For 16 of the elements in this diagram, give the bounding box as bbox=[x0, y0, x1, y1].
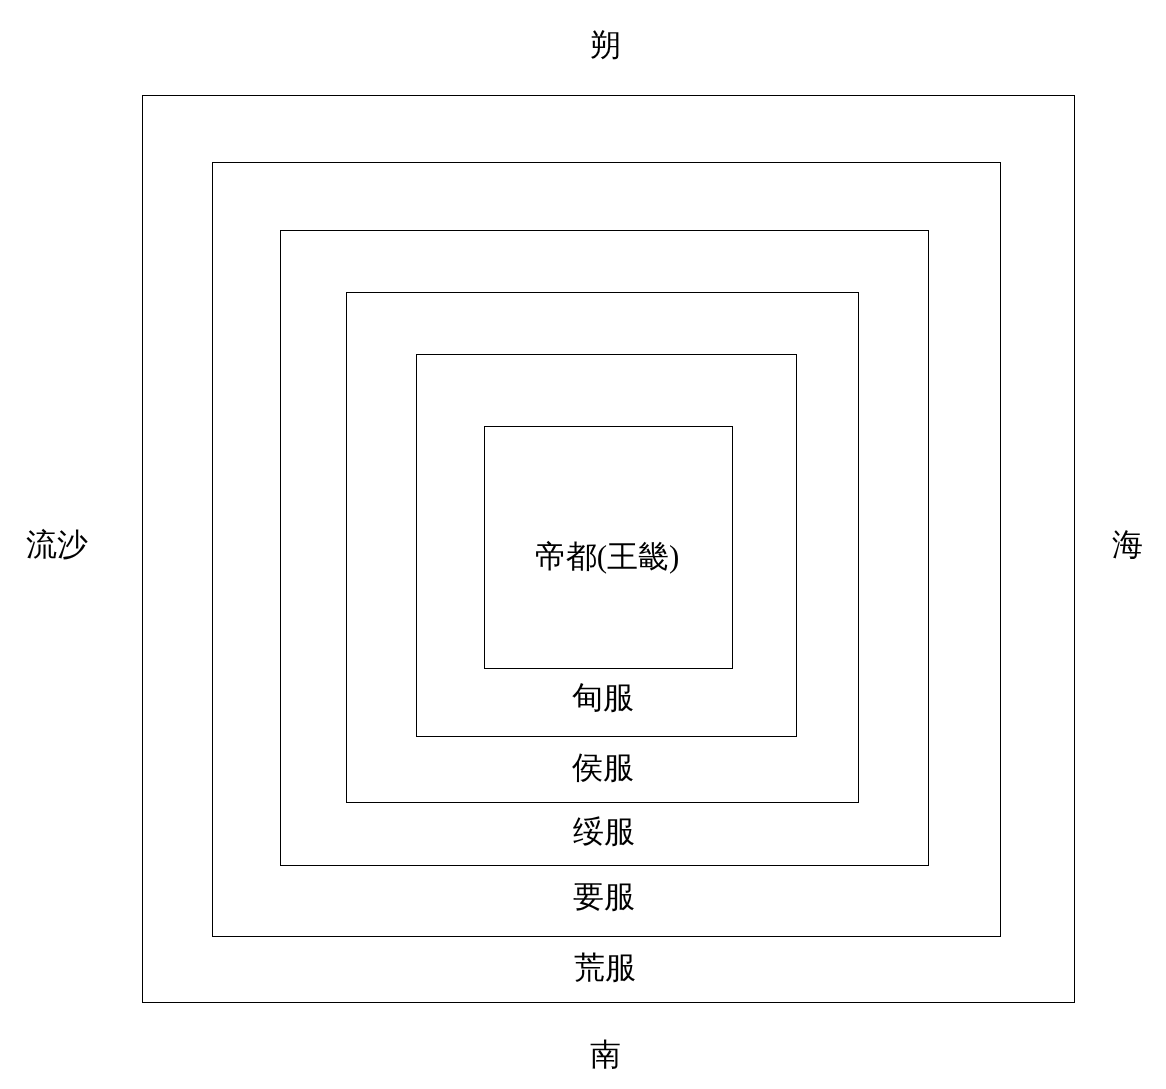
zone-box bbox=[483, 425, 733, 669]
zone-box bbox=[416, 354, 797, 737]
zone-box bbox=[211, 161, 1001, 937]
zone-label: 绥服 bbox=[572, 813, 635, 850]
direction-label: 海 bbox=[1111, 527, 1143, 563]
direction-label: 南 bbox=[589, 1037, 621, 1073]
direction-label: 流沙 bbox=[26, 527, 88, 563]
zone-box bbox=[142, 95, 1075, 1003]
zone-label: 要服 bbox=[573, 879, 635, 915]
zone-label: 甸服 bbox=[571, 679, 634, 716]
zone-label: 荒服 bbox=[573, 949, 636, 986]
zone-box bbox=[345, 291, 859, 803]
zone-label: 帝都(王畿) bbox=[534, 539, 680, 575]
zone-label: 侯服 bbox=[572, 750, 634, 786]
direction-label: 朔 bbox=[589, 27, 621, 63]
zone-box bbox=[280, 230, 929, 866]
